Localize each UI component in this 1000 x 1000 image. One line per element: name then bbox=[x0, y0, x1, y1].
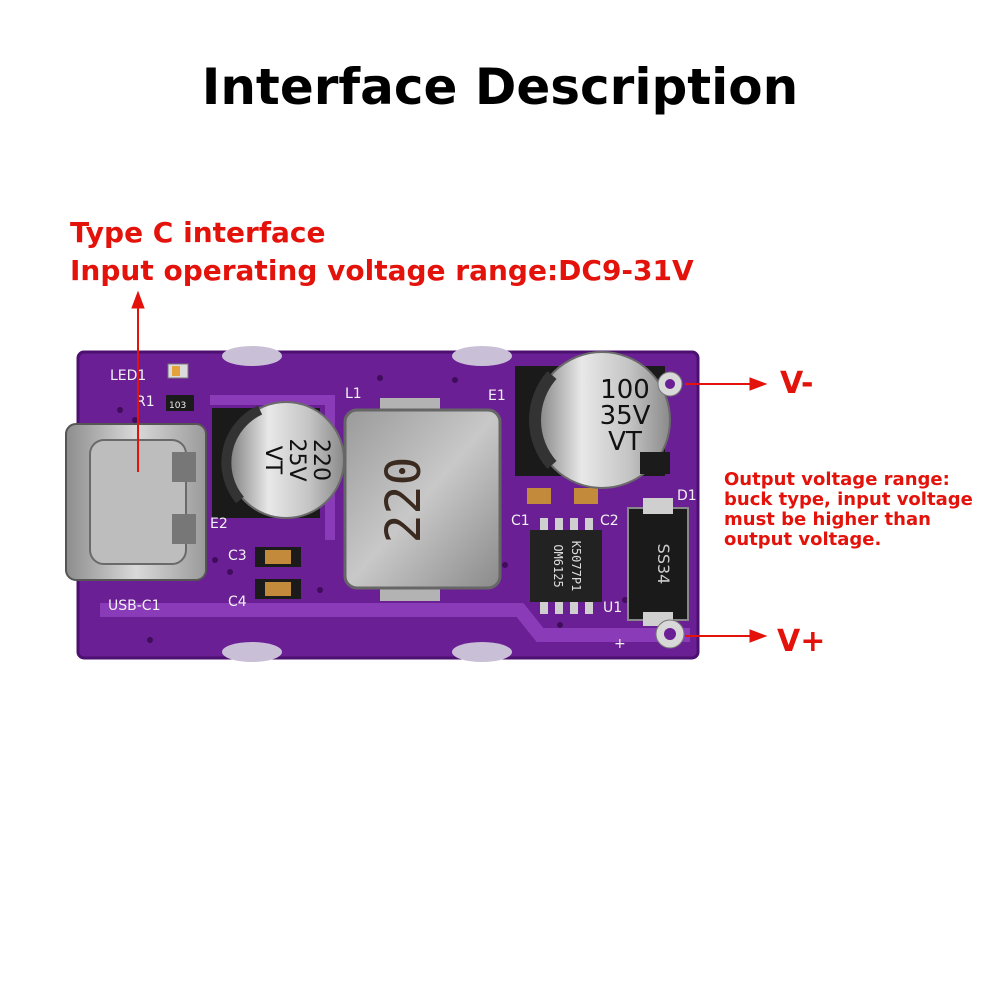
input-voltage-label: Input operating voltage range:DC9-31V bbox=[70, 254, 694, 287]
silk-led1: LED1 bbox=[110, 368, 146, 384]
page-title: Interface Description bbox=[201, 58, 799, 116]
ic-marking-1: K5077P1 bbox=[569, 541, 583, 592]
r1-code: 103 bbox=[169, 401, 186, 411]
typec-arrow bbox=[131, 290, 145, 472]
silk-u1: U1 bbox=[603, 600, 622, 616]
cap-e1-value: 100 bbox=[600, 375, 650, 405]
vplus-arrow bbox=[685, 629, 768, 643]
cap-e1-voltage: 35V bbox=[600, 401, 651, 431]
silk-r1: R1 bbox=[136, 394, 155, 410]
cap-e2-voltage: 25V bbox=[284, 438, 309, 481]
silk-e2: E2 bbox=[210, 516, 228, 532]
typec-label: Type C interface bbox=[70, 216, 326, 249]
silk-usb-c1: USB-C1 bbox=[108, 598, 160, 614]
silk-e1: E1 bbox=[488, 388, 506, 404]
output-note-line-1: Output voltage range: bbox=[724, 469, 950, 490]
v-plus-label: V+ bbox=[777, 624, 826, 659]
ic-marking-2: OM6125 bbox=[551, 544, 565, 587]
silk-c3: C3 bbox=[228, 548, 247, 564]
output-note-line-2: buck type, input voltage bbox=[724, 489, 973, 510]
inductor-l1: 220 bbox=[343, 398, 502, 601]
silk-c1: C1 bbox=[511, 513, 530, 529]
silk-c2: C2 bbox=[600, 513, 619, 529]
vminus-arrow bbox=[685, 377, 768, 391]
diode-d1: SS34 bbox=[627, 498, 689, 626]
v-minus-label: V- bbox=[780, 366, 814, 401]
silk-l1: L1 bbox=[345, 386, 362, 402]
usb-c-connector bbox=[65, 423, 207, 581]
cap-e2-value: 220 bbox=[308, 439, 333, 481]
silk-plus-mark: + bbox=[614, 636, 626, 652]
cap-e2-series: VT bbox=[260, 446, 285, 475]
output-note-line-3: must be higher than bbox=[724, 509, 931, 530]
output-note-line-4: output voltage. bbox=[724, 529, 882, 550]
silk-d1: D1 bbox=[677, 488, 697, 504]
ic-u1: K5077P1 OM6125 bbox=[530, 518, 602, 614]
capacitor-e2: 220 25V VT bbox=[212, 401, 345, 519]
diode-marking: SS34 bbox=[654, 544, 673, 585]
silk-c4: C4 bbox=[228, 594, 247, 610]
inductor-marking: 220 bbox=[376, 457, 432, 544]
cap-e1-series: VT bbox=[608, 427, 642, 457]
